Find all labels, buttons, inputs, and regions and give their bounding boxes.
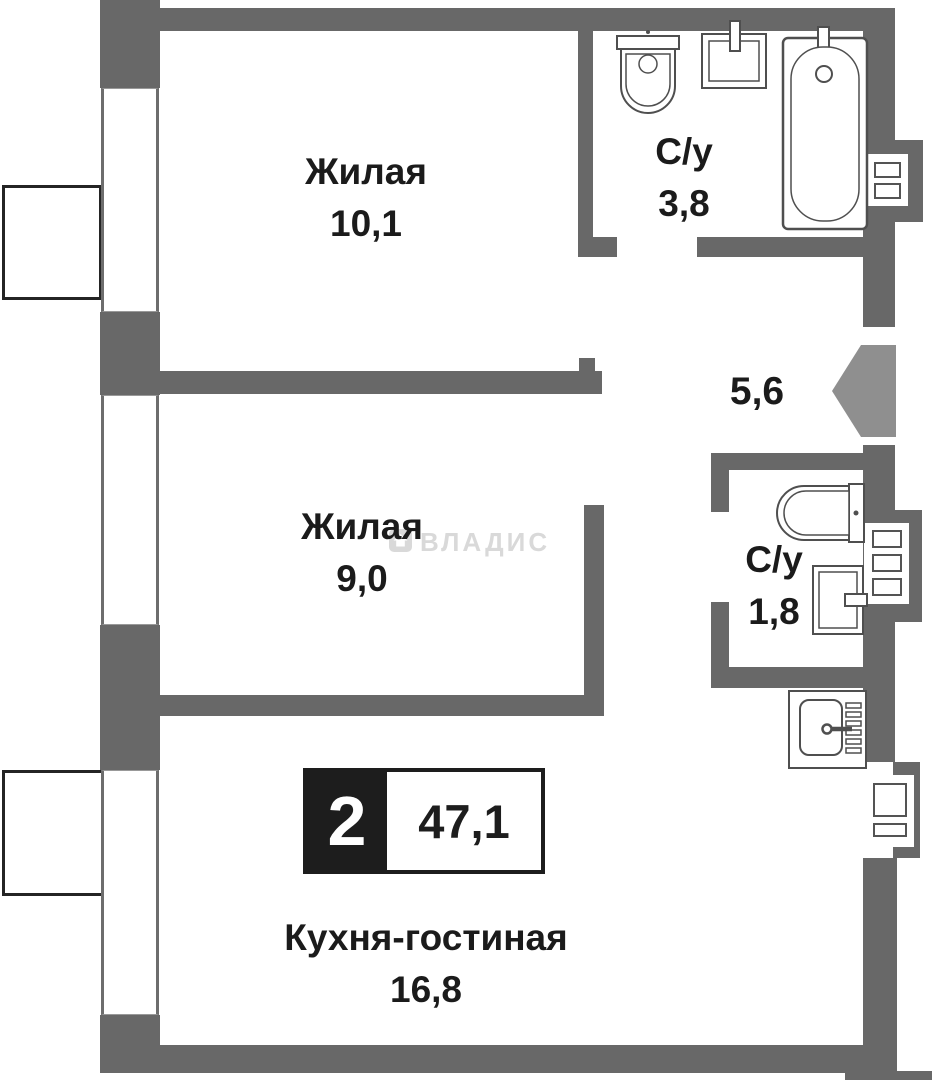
vent-shaft <box>866 775 914 847</box>
kitchen-sink-icon <box>788 690 868 770</box>
wall <box>711 453 729 512</box>
balcony <box>2 185 102 300</box>
toilet-icon <box>614 28 682 120</box>
sink-icon <box>812 564 868 636</box>
hallway-area-label: 5,6 <box>729 370 785 413</box>
wall <box>711 602 729 688</box>
wall <box>100 8 895 31</box>
vent-shaft <box>864 523 909 604</box>
window <box>101 395 159 625</box>
room-label-bathroom-1: С/у 3,8 <box>655 126 713 230</box>
total-area-badge: 47,1 <box>418 794 510 848</box>
room-name: Жилая <box>301 506 423 547</box>
wall <box>100 695 604 716</box>
window <box>101 770 159 1015</box>
wall <box>578 237 617 257</box>
vent-shaft <box>866 154 908 206</box>
room-area: 10,1 <box>329 203 403 244</box>
wall <box>697 237 863 257</box>
house-icon <box>389 528 412 557</box>
room-name: Жилая <box>305 151 427 192</box>
room-name: С/у <box>655 131 713 172</box>
balcony <box>2 770 104 896</box>
toilet-icon <box>768 482 868 546</box>
bathtub-icon <box>780 26 870 232</box>
wall <box>711 453 863 470</box>
room-area: 1,8 <box>748 591 800 632</box>
room-name: Кухня-гостиная <box>284 917 568 958</box>
window <box>101 88 159 312</box>
wall <box>863 858 897 1047</box>
room-label-living-2: Жилая 9,0 <box>301 501 423 605</box>
room-label-bathroom-2: С/у 1,8 <box>745 534 803 638</box>
room-area: 9,0 <box>336 558 388 599</box>
room-area: 3,8 <box>658 183 710 224</box>
sink-icon <box>700 20 770 92</box>
wall <box>100 371 602 394</box>
wall <box>845 1071 932 1080</box>
wall <box>100 0 160 88</box>
entrance-arrow-icon <box>828 338 900 440</box>
room-name: С/у <box>745 539 803 580</box>
room-label-living-1: Жилая 10,1 <box>305 146 427 250</box>
apartment-badge: 2 47,1 <box>303 768 545 874</box>
watermark: ВЛАДИС <box>389 527 550 558</box>
room-area: 16,8 <box>389 969 463 1010</box>
wall <box>579 358 595 371</box>
wall <box>711 667 863 688</box>
wall <box>584 505 604 716</box>
wall <box>100 1045 897 1073</box>
wall <box>578 31 593 237</box>
room-label-kitchen: Кухня-гостиная 16,8 <box>284 912 567 1016</box>
rooms-count-badge: 2 <box>307 772 387 870</box>
watermark-label: ВЛАДИС <box>420 527 551 557</box>
